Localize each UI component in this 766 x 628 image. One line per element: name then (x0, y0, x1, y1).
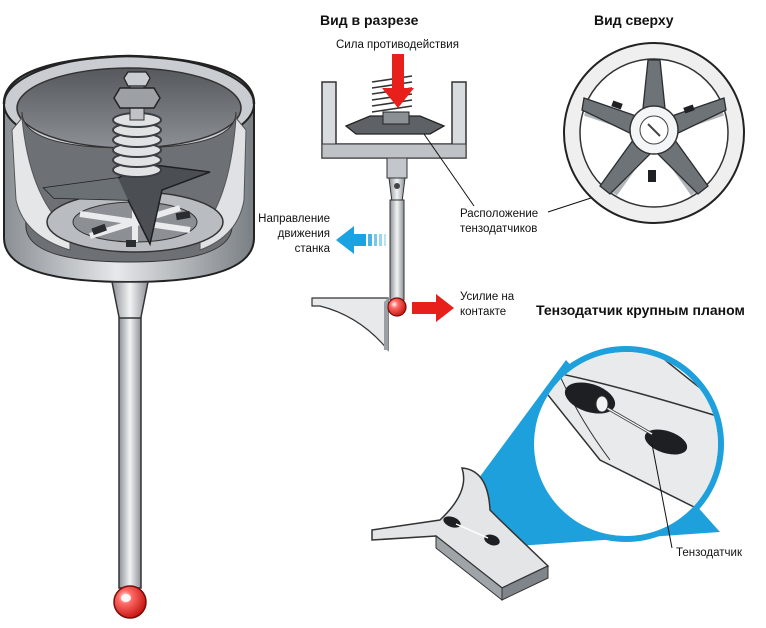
label-gauge-location-line1: Расположение (460, 208, 539, 220)
label-gauge-location: Расположение тензодатчиков (460, 207, 538, 237)
label-contact-force: Усилие на контакте (460, 290, 514, 320)
heading-section-view: Вид в разрезе (320, 12, 419, 28)
heading-top-view: Вид сверху (594, 12, 674, 28)
closeup-callout (371, 346, 724, 602)
probe-stylus (113, 317, 147, 619)
label-contact-force-line2: контакте (460, 306, 507, 318)
label-strain-gauge: Тензодатчик (676, 547, 742, 559)
label-machine-direction: Направление движения станка (250, 212, 330, 257)
reaction-force-arrow (382, 54, 414, 108)
label-machine-direction-line3: станка (294, 243, 330, 255)
label-reaction-force: Сила противодействия (336, 39, 459, 51)
probe-body (2, 54, 256, 323)
label-contact-force-line1: Усилие на (460, 291, 515, 303)
heading-closeup: Тензодатчик крупным планом (536, 302, 745, 318)
section-view-drawing (311, 75, 467, 352)
label-gauge-location-line2: тензодатчиков (460, 223, 538, 235)
label-machine-direction-line1: Направление (258, 213, 330, 225)
machine-direction-arrow (336, 226, 386, 254)
label-machine-direction-line2: движения (277, 228, 330, 240)
strain-gauge-leader (651, 443, 673, 549)
top-view-drawing (563, 42, 745, 224)
contact-force-arrow (412, 294, 454, 322)
gauge-location-leader (423, 133, 475, 207)
